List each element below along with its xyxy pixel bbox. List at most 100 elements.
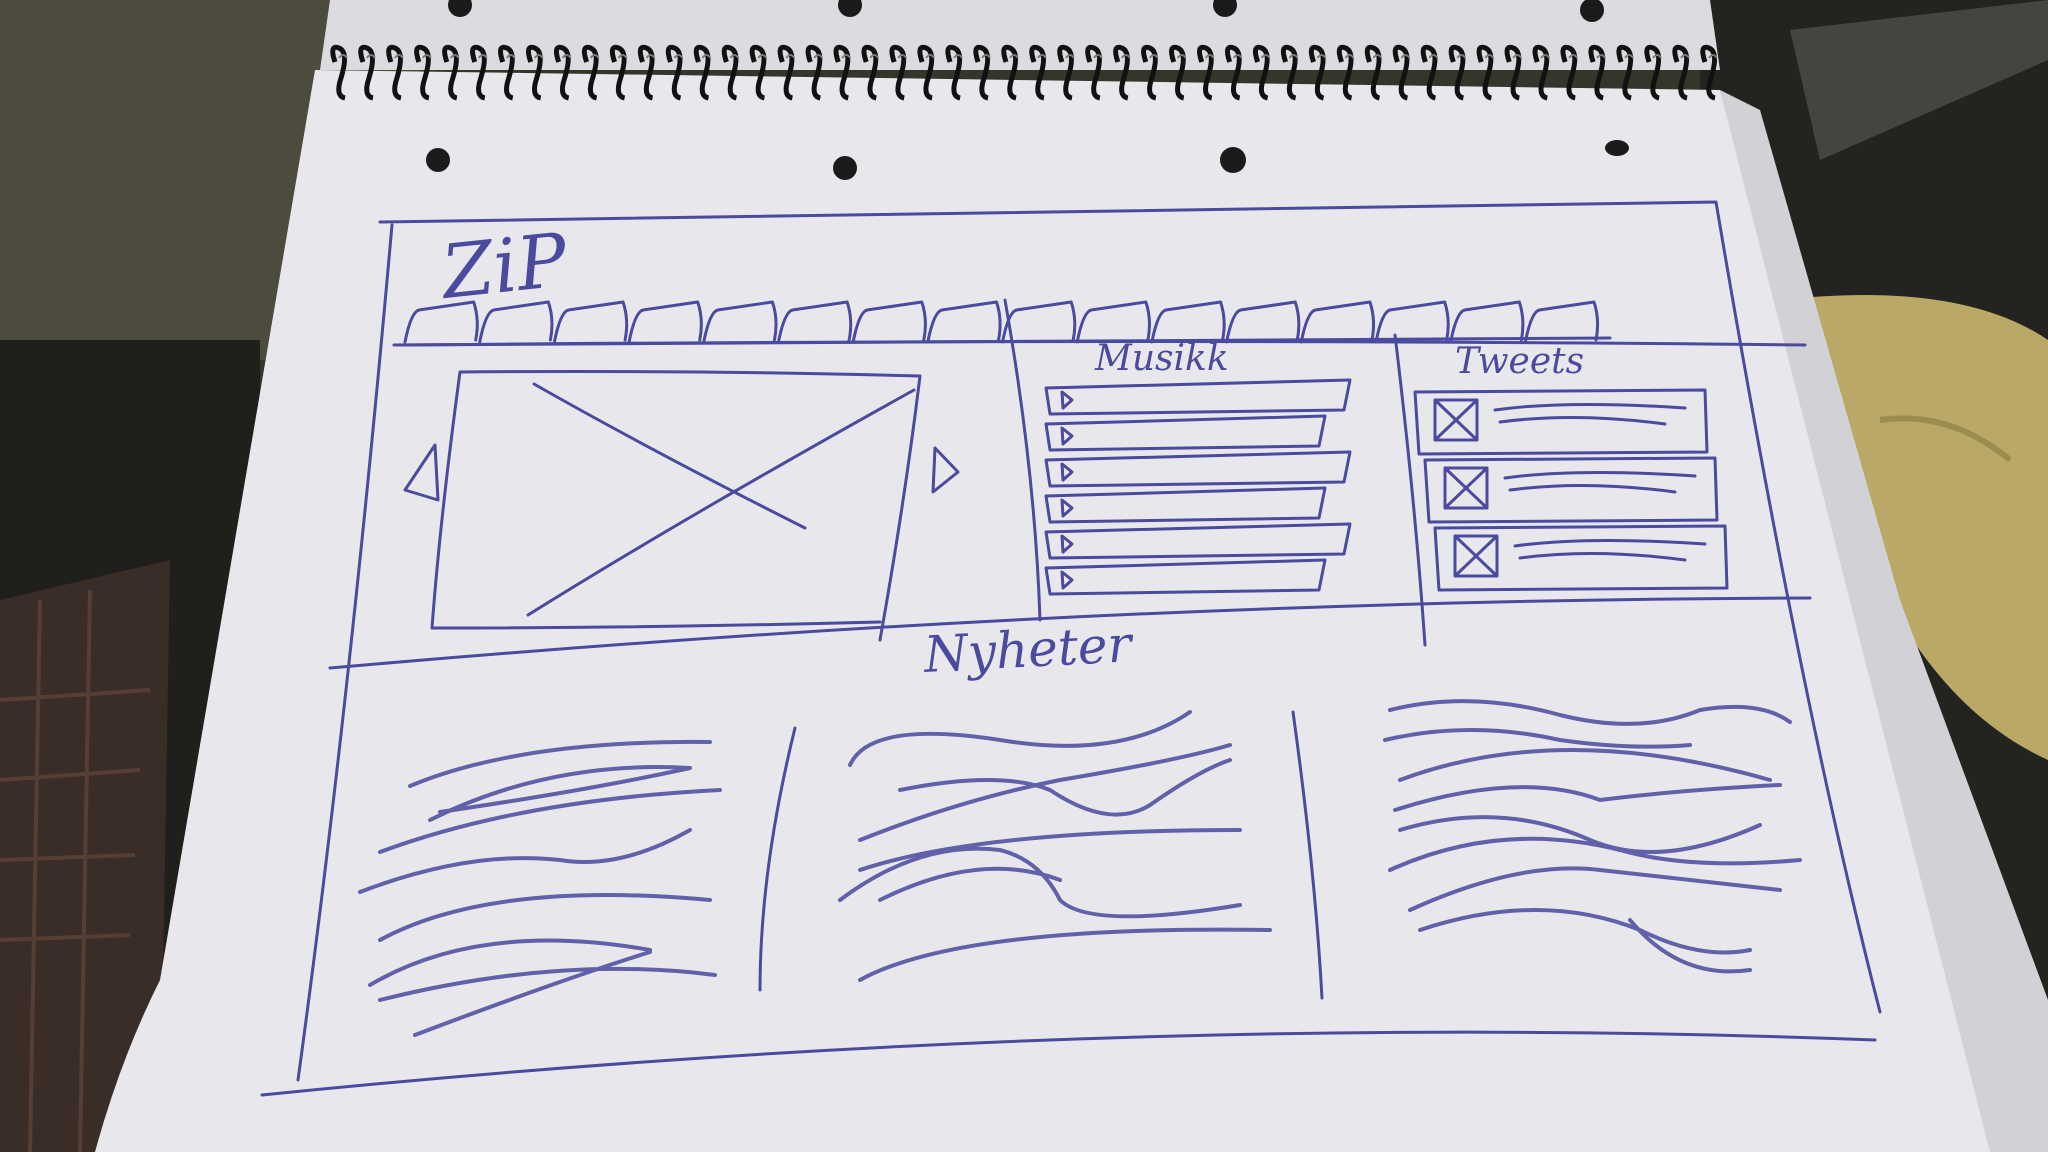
spiral-coil <box>1448 44 1467 101</box>
spiral-coil <box>945 44 963 101</box>
spiral-coil <box>1560 44 1579 101</box>
spiral-coil <box>1057 44 1075 101</box>
news-column-1 <box>358 739 722 1037</box>
spiral-coil <box>581 44 600 101</box>
music-track-row <box>1044 414 1327 452</box>
spiral-coil <box>358 44 376 101</box>
hero-image-placeholder <box>430 370 922 642</box>
spiral-coil <box>1420 44 1439 101</box>
spiral-coil <box>470 44 488 101</box>
nav-tab-row <box>403 300 1600 344</box>
spiral-coil <box>1644 44 1662 101</box>
spiral-coil <box>1308 44 1327 101</box>
nav-tab <box>926 300 1002 344</box>
spiral-coil <box>749 44 768 101</box>
spiral-coil <box>330 44 348 101</box>
notebook <box>95 0 2048 1152</box>
spiral-coil <box>1169 44 1187 101</box>
spiral-coil <box>889 44 908 101</box>
carousel-next-arrow <box>931 446 960 494</box>
spiral-binding <box>330 44 1718 101</box>
spiral-coil <box>973 44 991 101</box>
play-icon <box>1060 390 1074 410</box>
wireframe-sketch: ZiP Musikk Tweets Nyheter <box>260 200 1882 1097</box>
nav-tab <box>478 300 554 344</box>
music-track-row <box>1044 486 1327 524</box>
spiral-coil <box>1336 44 1355 101</box>
nav-tab <box>1523 300 1600 344</box>
music-track-row <box>1044 522 1352 560</box>
spiral-coil <box>1029 44 1047 101</box>
news-heading: Nyheter <box>922 615 1136 684</box>
tweet-text-scribble <box>1513 538 1707 562</box>
nav-tab <box>1299 300 1376 344</box>
nav-tab <box>702 300 778 344</box>
spiral-coil <box>525 44 544 101</box>
nav-tab <box>1374 300 1450 344</box>
spiral-coil <box>861 44 880 101</box>
spiral-coil <box>442 44 460 101</box>
spiral-coil <box>833 44 852 101</box>
spiral-coil <box>721 44 740 101</box>
spiral-coil <box>637 44 656 101</box>
spiral-coil <box>1588 44 1606 101</box>
tweet-avatar-placeholder-icon <box>1443 466 1489 510</box>
spiral-coil <box>805 44 824 101</box>
nav-tab <box>1001 300 1077 344</box>
carousel-prev-arrow <box>403 443 440 502</box>
tweets-heading: Tweets <box>1455 341 1584 382</box>
play-icon <box>1060 462 1074 482</box>
nav-tab <box>627 300 703 344</box>
tweet-text-scribble <box>1503 470 1697 494</box>
spiral-coil <box>1532 44 1551 101</box>
spiral-coil <box>1141 44 1159 101</box>
spiral-coil <box>553 44 572 101</box>
music-track-row <box>1044 450 1352 488</box>
music-track-row <box>1044 378 1352 416</box>
nav-tab <box>403 300 479 344</box>
music-list <box>1044 378 1352 596</box>
music-heading: Musikk <box>1094 338 1229 379</box>
spiral-coil <box>609 44 628 101</box>
play-icon <box>1060 426 1074 446</box>
paper-page <box>95 70 2048 1152</box>
tweet-avatar-placeholder-icon <box>1433 398 1479 442</box>
nav-tab <box>851 300 927 344</box>
tweet-text-scribble <box>1493 402 1687 426</box>
spiral-coil <box>1001 44 1019 101</box>
nav-tab <box>1449 300 1525 344</box>
tweet-avatar-placeholder-icon <box>1453 534 1499 578</box>
news-column-3 <box>1383 699 1802 974</box>
spiral-coil <box>1224 44 1243 101</box>
spiral-coil <box>1476 44 1495 101</box>
spiral-coil <box>1700 44 1718 101</box>
news-column-2 <box>838 710 1272 982</box>
tweet-card <box>1433 524 1729 592</box>
spiral-coil <box>1280 44 1299 101</box>
spiral-coil <box>1392 44 1411 101</box>
nav-tab <box>1075 300 1151 344</box>
spiral-coil <box>498 44 516 101</box>
nav-tab <box>552 300 629 344</box>
nav-tab <box>1150 300 1226 344</box>
glove <box>1780 295 2048 760</box>
outer-frame <box>260 200 1882 1097</box>
spiral-coil <box>693 44 712 101</box>
spiral-coil <box>1364 44 1383 101</box>
tweet-card <box>1413 388 1709 456</box>
spiral-coil <box>1672 44 1690 101</box>
spiral-coil <box>414 44 432 101</box>
spiral-coil <box>917 44 935 101</box>
spiral-coil <box>1252 44 1271 101</box>
spiral-coil <box>386 44 404 101</box>
play-icon <box>1060 534 1074 554</box>
spiral-coil <box>777 44 796 101</box>
nav-tab <box>1225 300 1301 344</box>
section-divider <box>328 596 1812 670</box>
nav-tab <box>776 300 853 344</box>
spiral-coil <box>1616 44 1634 101</box>
spiral-coil <box>665 44 684 101</box>
spiral-coil <box>1085 44 1103 101</box>
logo-text: ZiP <box>436 217 572 316</box>
